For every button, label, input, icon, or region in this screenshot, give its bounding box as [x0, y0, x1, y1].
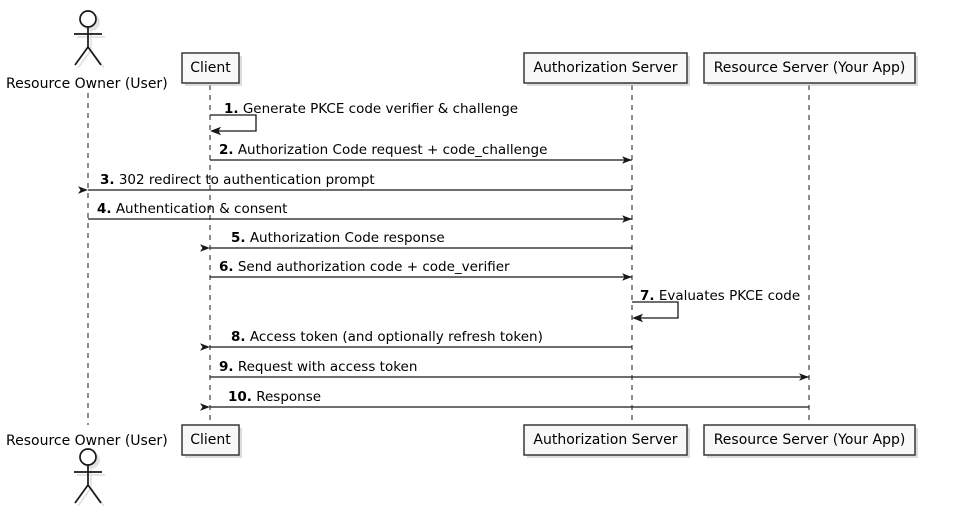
actor-label-owner-top: Resource Owner (User): [6, 76, 168, 92]
message-2-text: Authorization Code request + code_challe…: [233, 142, 548, 158]
message-1-label: 1. Generate PKCE code verifier & challen…: [224, 101, 519, 117]
message-3-number: 3.: [100, 172, 115, 188]
message-4-number: 4.: [97, 201, 112, 217]
actor-leg-left: [77, 487, 92, 506]
message-10-label: 10. Response: [228, 389, 322, 405]
participant-label-rsrv-top: Resource Server (Your App): [713, 60, 906, 76]
message-6-label: 6. Send authorization code + code_verifi…: [219, 259, 510, 275]
message-7-path: [632, 301, 679, 319]
actor-figures-group: [74, 10, 105, 506]
actor-head: [79, 448, 97, 466]
participant-box-client-bottom[interactable]: [181, 424, 240, 456]
message-5-number: 5.: [231, 230, 246, 246]
message-4-text: Authentication & consent: [111, 201, 288, 217]
message-8-number: 8.: [231, 329, 246, 345]
participant-label-rsrv-bottom: Resource Server (Your App): [713, 432, 906, 448]
message-7-arrowhead: [632, 313, 643, 323]
message-8-text: Access token (and optionally refresh tok…: [245, 329, 543, 345]
message-5-label: 5. Authorization Code response: [231, 230, 445, 246]
message-3-text: 302 redirect to authentication prompt: [114, 172, 375, 188]
participant-box-client-top[interactable]: [181, 52, 240, 84]
message-9-number: 9.: [219, 359, 234, 375]
actor-leg-left: [74, 46, 89, 66]
message-9-label: 9. Request with access token: [219, 359, 418, 375]
actor-leg-right: [87, 46, 102, 66]
participant-boxes-group: [181, 52, 918, 458]
actor-head: [79, 10, 97, 28]
participant-box-rsrv-bottom[interactable]: [703, 424, 916, 456]
actor-label-owner-bottom: Resource Owner (User): [6, 433, 168, 449]
messages-group: [78, 114, 809, 411]
message-10-text: Response: [251, 389, 322, 405]
participant-box-authz-top[interactable]: [523, 52, 688, 84]
message-6-number: 6.: [219, 259, 234, 275]
message-1-text: Generate PKCE code verifier & challenge: [238, 101, 519, 117]
message-5-text: Authorization Code response: [245, 230, 445, 246]
participant-label-authz-bottom: Authorization Server: [533, 432, 678, 448]
message-4-label: 4. Authentication & consent: [97, 201, 288, 217]
participant-label-client-bottom: Client: [190, 432, 231, 448]
message-7-self-loop: [632, 301, 679, 323]
message-9-text: Request with access token: [233, 359, 418, 375]
message-1-self-loop: [210, 114, 257, 136]
message-8-label: 8. Access token (and optionally refresh …: [231, 329, 543, 345]
message-10-number: 10.: [228, 389, 252, 405]
actor-leg-left: [77, 49, 92, 69]
message-1-path: [210, 114, 257, 132]
lifelines-group: [87, 85, 810, 425]
message-7-text: Evaluates PKCE code: [654, 288, 801, 304]
message-1-number: 1.: [224, 101, 239, 117]
message-6-text: Send authorization code + code_verifier: [233, 259, 510, 275]
participant-box-authz-bottom[interactable]: [523, 424, 688, 456]
message-2-number: 2.: [219, 142, 234, 158]
actor-figure-owner-bottom: [74, 448, 102, 504]
message-3-label: 3. 302 redirect to authentication prompt: [100, 172, 375, 188]
participant-label-authz-top: Authorization Server: [533, 60, 678, 76]
participant-box-rsrv-top[interactable]: [703, 52, 916, 84]
message-1-arrowhead: [210, 126, 221, 136]
actor-leg-left: [74, 484, 89, 504]
actor-leg-right: [87, 484, 102, 504]
message-7-number: 7.: [640, 288, 655, 304]
message-2-label: 2. Authorization Code request + code_cha…: [219, 142, 548, 158]
message-7-label: 7. Evaluates PKCE code: [640, 288, 801, 304]
participant-label-client-top: Client: [190, 60, 231, 76]
actor-figure-owner-top: [74, 10, 102, 66]
